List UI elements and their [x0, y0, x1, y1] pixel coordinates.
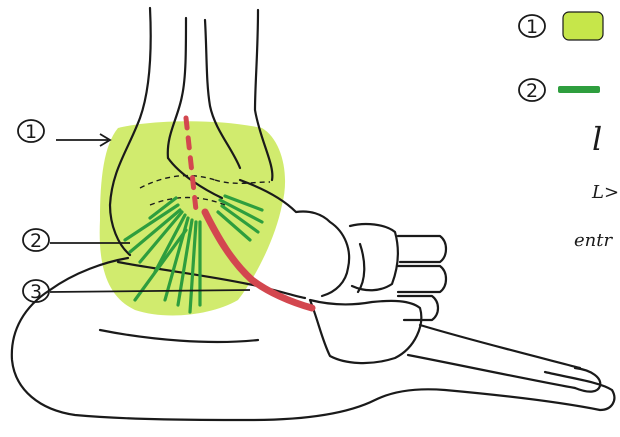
edge-text-2: L> [591, 182, 619, 203]
legend-1-number: 1 [526, 16, 538, 38]
legend-item-2: 2 [519, 79, 600, 102]
legend-2-number: 2 [526, 80, 538, 102]
callout-1-number: 1 [25, 121, 37, 143]
edge-text-1: l [592, 120, 602, 158]
legend-2-swatch [558, 86, 600, 93]
legend: 1 2 [519, 12, 603, 102]
legend-1-swatch [563, 12, 603, 40]
callout-1: 1 [18, 120, 110, 146]
callout-2-number: 2 [30, 230, 42, 252]
callout-3-number: 3 [30, 281, 42, 303]
legend-item-1: 1 [519, 12, 603, 40]
edge-text-3: entr [574, 230, 613, 251]
